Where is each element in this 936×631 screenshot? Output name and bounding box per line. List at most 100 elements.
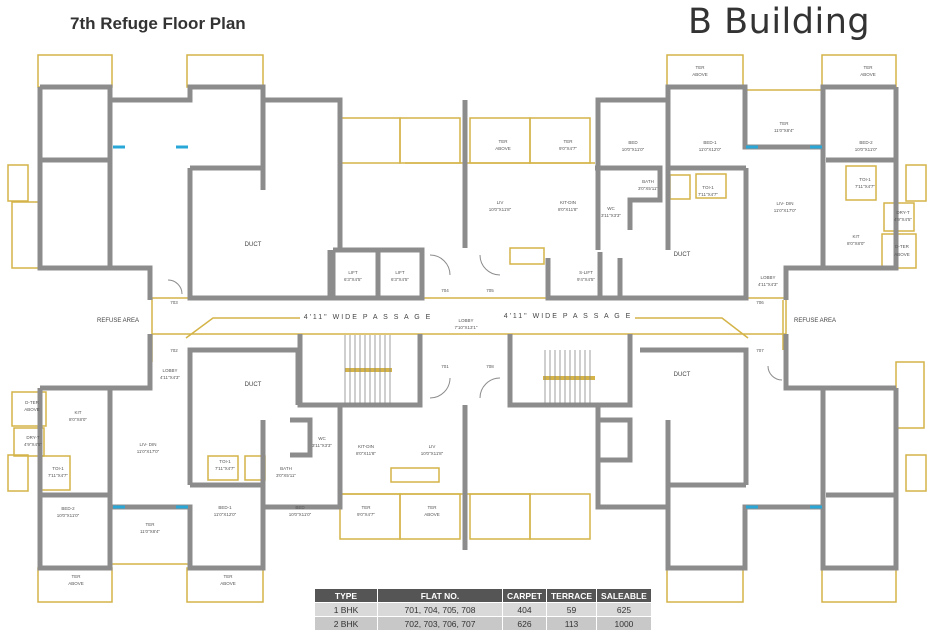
room-dimension: 3'0"X5'11" <box>276 473 296 478</box>
room-dimension: 8'0"X11'8" <box>356 451 376 456</box>
flat-number: 703 <box>170 300 178 305</box>
cell-terrace: 113 <box>545 616 598 631</box>
room-dimension: 8'0"X11'8" <box>558 207 578 212</box>
room-dimension: 7'11"X4'7" <box>855 184 875 189</box>
room-name: TER <box>499 139 509 144</box>
room-name: TOI-1 <box>859 177 871 182</box>
room-dimension: 4'9"X4'5" <box>24 442 42 447</box>
room-name: LIV- DIN <box>776 201 793 206</box>
cell-type: 1 BHK <box>314 602 378 617</box>
room-name: REFUSE AREA <box>794 318 836 324</box>
room-name: BATH <box>642 179 654 184</box>
room-name: DRY-T <box>896 210 910 215</box>
room-name: LOBBY <box>760 275 775 280</box>
flat-number: 708 <box>486 364 494 369</box>
room-name: LIV- DIN <box>139 442 156 447</box>
room-name: BED <box>295 505 305 510</box>
room-dimension: 4'11"X4'3" <box>160 375 180 380</box>
room-dimension: 11'0"X17'0" <box>774 208 797 213</box>
area-table-header: TYPE FLAT NO. CARPET TERRACE SALEABLE <box>314 588 652 603</box>
room-name: TER <box>224 574 234 579</box>
room-dimension: 11'0"X8'4" <box>140 529 160 534</box>
room-name: TER <box>428 505 438 510</box>
room-name: REFUSE AREA <box>97 318 139 324</box>
room-name: WC <box>318 436 326 441</box>
room-name: LIV <box>429 444 436 449</box>
flat-number: 705 <box>486 288 494 293</box>
room-name: DUCT <box>674 252 691 258</box>
room-dimension: 11'0"X8'4" <box>774 128 794 133</box>
room-name: KIT-DIN <box>560 200 576 205</box>
room-name: LIFT <box>395 270 405 275</box>
room-name: BED-2 <box>61 506 75 511</box>
room-name: TOI-1 <box>702 185 714 190</box>
room-note: ABOVE <box>424 512 440 517</box>
flat-number: 704 <box>441 288 449 293</box>
walls <box>37 84 899 571</box>
room-note: ABOVE <box>68 581 84 586</box>
room-note: ABOVE <box>894 252 910 257</box>
room-name: LIV <box>497 200 504 205</box>
room-name: LOBBY <box>458 318 473 323</box>
room-note: ABOVE <box>860 72 876 77</box>
room-dimension: 10'0"X11'0" <box>622 147 645 152</box>
room-name: BED-1 <box>703 140 717 145</box>
col-carpet: CARPET <box>502 588 547 603</box>
room-name: S-LIFT <box>579 270 593 275</box>
cell-carpet: 404 <box>502 602 547 617</box>
room-name: DUCT <box>674 372 691 378</box>
room-name: WC <box>607 206 615 211</box>
room-name: TER <box>696 65 706 70</box>
room-name: DUCT <box>245 382 262 388</box>
room-name: TER <box>146 522 156 527</box>
room-dimension: 10'0"X11'0" <box>57 513 80 518</box>
col-flat-no: FLAT NO. <box>377 588 503 603</box>
room-dimension: 11'0"X17'0" <box>137 449 160 454</box>
flat-number: 706 <box>756 300 764 305</box>
room-dimension: 10'0"X11'8" <box>421 451 444 456</box>
room-dimension: 11'0"X12'0" <box>214 512 237 517</box>
cell-saleable: 1000 <box>596 616 652 631</box>
room-name: TER <box>780 121 790 126</box>
room-dimension: 8'0"X8'0" <box>847 241 865 246</box>
room-name: BATH <box>280 466 292 471</box>
room-dimension: 7'11"X4'7" <box>698 192 718 197</box>
room-dimension: 3'11"X3'3" <box>601 213 621 218</box>
doors <box>167 254 783 399</box>
stair-treads <box>344 335 591 405</box>
room-dimension: 3'0"X5'11" <box>638 186 658 191</box>
room-name: LOBBY <box>162 368 177 373</box>
room-dimension: 7'11"X4'7" <box>48 473 68 478</box>
passage-label: 4'11" WIDE P A S S A G E <box>304 314 433 321</box>
room-name: BED-1 <box>218 505 232 510</box>
room-note: ABOVE <box>692 72 708 77</box>
room-dimension: 9'0"X4'7" <box>559 146 577 151</box>
room-note: ABOVE <box>495 146 511 151</box>
room-name: BED <box>628 140 638 145</box>
flat-number: 707 <box>756 348 764 353</box>
room-note: ABOVE <box>24 407 40 412</box>
room-name: TOI-1 <box>219 459 231 464</box>
flat-number: 701 <box>441 364 449 369</box>
room-name: TOI-1 <box>52 466 64 471</box>
table-row: 2 BHK 702, 703, 706, 707 626 113 1000 <box>314 616 652 631</box>
room-dimension: 9'0"X4'7" <box>357 512 375 517</box>
cell-carpet: 626 <box>502 616 547 631</box>
room-dimension: 10'0"X11'0" <box>855 147 878 152</box>
room-name: TER <box>864 65 874 70</box>
table-row: 1 BHK 701, 704, 705, 708 404 59 625 <box>314 602 652 617</box>
room-dimension: 11'0"X12'0" <box>699 147 722 152</box>
cell-flat-no: 701, 704, 705, 708 <box>377 602 503 617</box>
room-name: D-TER <box>895 244 909 249</box>
room-name: KIT <box>74 410 81 415</box>
col-terrace: TERRACE <box>545 588 598 603</box>
room-name: DRY-T <box>26 435 40 440</box>
room-name: KIT-DIN <box>358 444 374 449</box>
room-name: TER <box>362 505 372 510</box>
room-name: TER <box>72 574 82 579</box>
room-dimension: 7'11"X4'7" <box>215 466 235 471</box>
room-dimension: 10'0"X11'0" <box>289 512 312 517</box>
plan-title: 7th Refuge Floor Plan <box>70 14 246 33</box>
terrace-outlines <box>7 54 927 603</box>
